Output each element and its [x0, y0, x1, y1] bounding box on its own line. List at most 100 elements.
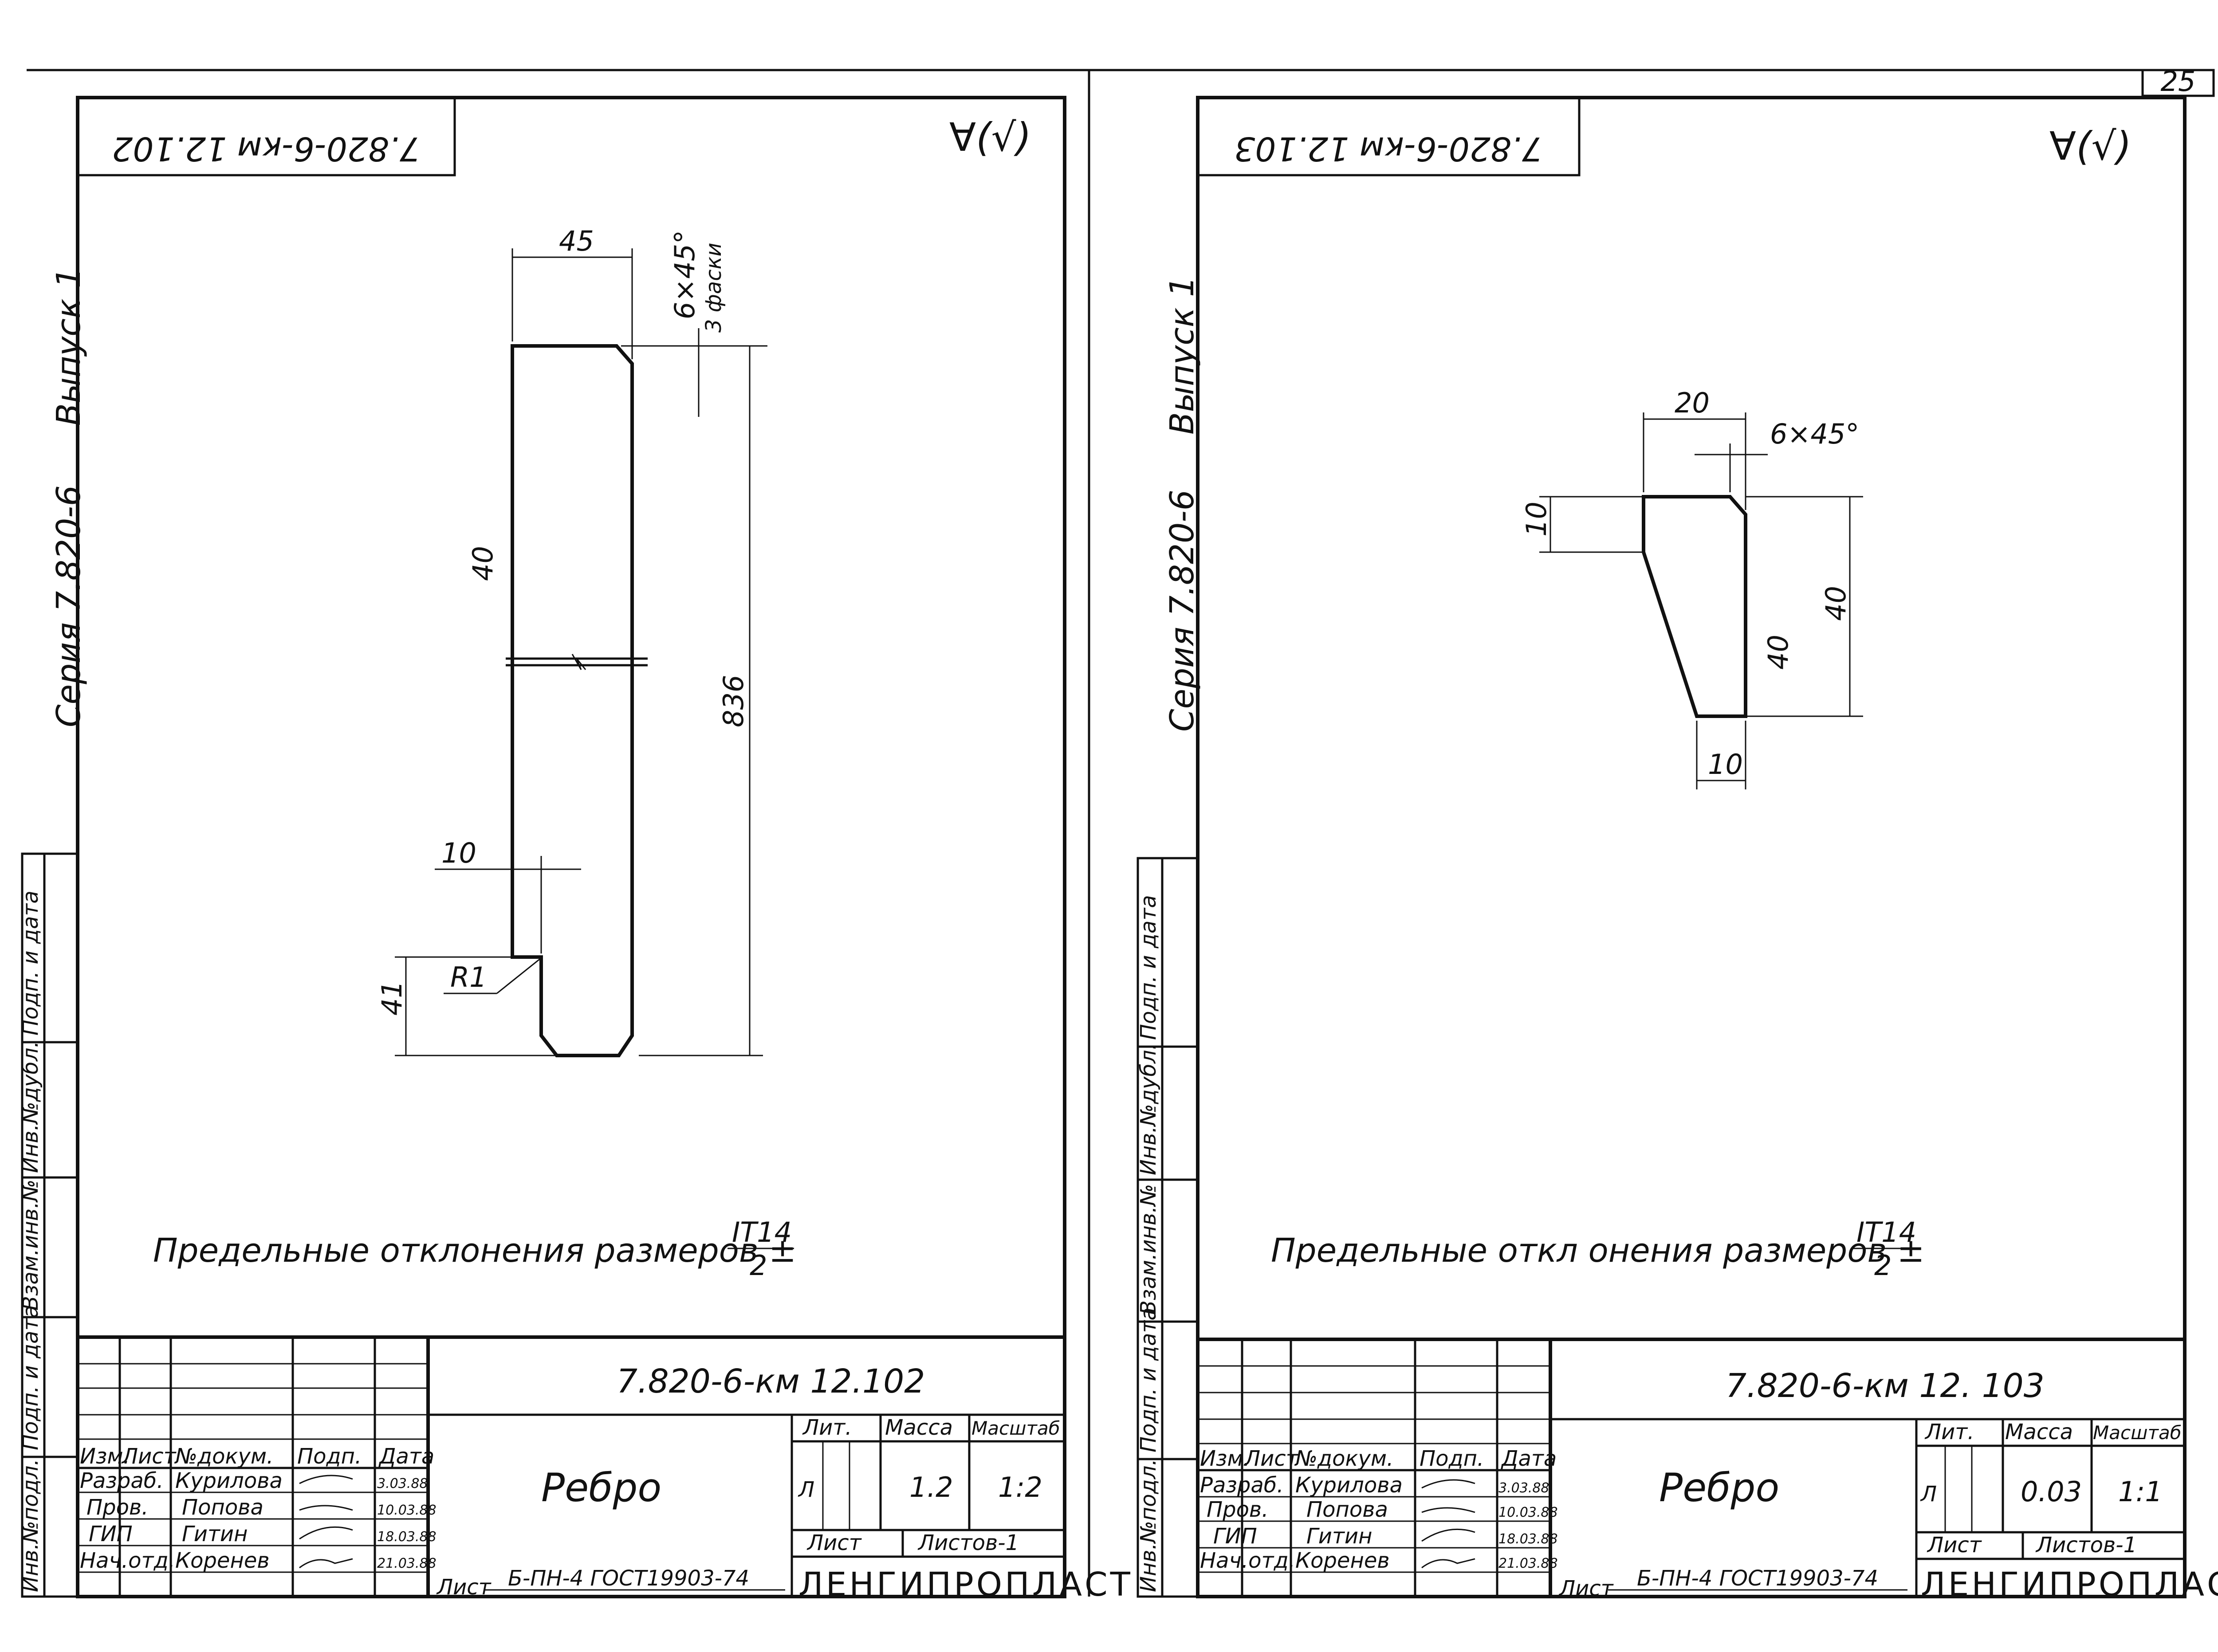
- right-role-2: Пров.: [1207, 1497, 1268, 1522]
- left-stamp-field-3: Взам.инв.№: [18, 1180, 43, 1311]
- right-name-3: Гитин: [1306, 1524, 1372, 1549]
- left-date-4: 21.03.88: [377, 1556, 437, 1571]
- left-material-prefix: Лист: [436, 1575, 492, 1600]
- right-stamp-field-5: Подп. и дата: [1136, 895, 1161, 1040]
- right-sheets-label: Листов-1: [2035, 1533, 2137, 1558]
- left-dim-offset: 10: [441, 837, 476, 869]
- right-stamp-field-3: Взам.инв.№: [1136, 1184, 1161, 1315]
- right-date-2: 10.03.88: [1498, 1505, 1558, 1520]
- right-col-date: Дата: [1501, 1446, 1557, 1471]
- right-material-prefix: Лист: [1558, 1576, 1614, 1601]
- right-role-1: Разраб.: [1200, 1473, 1284, 1498]
- left-dim-bottom-height: 41: [376, 981, 408, 1016]
- right-lit-label: Лит.: [1924, 1420, 1974, 1444]
- right-scale-label: Масштаб: [2093, 1422, 2182, 1444]
- left-dim-length: 836: [717, 675, 750, 727]
- left-series: Серия 7.820-6: [50, 485, 88, 727]
- left-mass-label: Масса: [885, 1415, 953, 1440]
- left-col-sign: Подп.: [297, 1444, 362, 1469]
- left-scale-label: Масштаб: [971, 1417, 1060, 1439]
- left-dim-roughness: 40: [467, 546, 499, 581]
- right-series: Серия 7.820-6: [1163, 490, 1201, 732]
- right-role-3: ГИП: [1213, 1524, 1257, 1549]
- left-role-3: ГИП: [89, 1522, 133, 1546]
- left-signatures: [299, 1475, 353, 1569]
- right-lit-value: Л: [1920, 1482, 1937, 1507]
- left-mass-value: 1.2: [909, 1471, 953, 1503]
- right-part-name: Ребро: [1659, 1465, 1779, 1511]
- left-title-block: Изм. Лист №докум. Подп. Дата Разраб. Кур…: [78, 1335, 1133, 1604]
- left-name-3: Гитин: [182, 1522, 248, 1546]
- right-tolerance: Предельные откл онения размеров ±: [1271, 1232, 1925, 1270]
- right-dim-left-height: 10: [1520, 502, 1553, 537]
- left-code-mirrored: 7.820-6-км 12.102: [112, 129, 420, 168]
- left-scale-value: 1:2: [998, 1471, 1042, 1503]
- right-col-list: Лист: [1243, 1446, 1299, 1471]
- right-col-sign: Подп.: [1420, 1446, 1484, 1471]
- left-name-2: Попова: [182, 1495, 263, 1520]
- left-lit-label: Лит.: [802, 1415, 852, 1440]
- left-sheet: 7.820-6-км 12.102 ∀(√) Серия 7.820-6 Вып…: [18, 96, 1133, 1604]
- left-role-1: Разраб.: [80, 1468, 164, 1493]
- right-stamp-field-1: Инв.№подл.: [1136, 1459, 1161, 1592]
- right-date-4: 21.03.88: [1498, 1556, 1558, 1571]
- left-name-1: Курилова: [175, 1468, 283, 1493]
- left-stamp-field-1: Инв.№подл.: [18, 1459, 43, 1592]
- right-dim-bottom-width: 10: [1708, 748, 1743, 781]
- right-col-doc: №докум.: [1294, 1446, 1393, 1471]
- left-role-2: Пров.: [87, 1495, 148, 1520]
- right-mass-label: Масса: [2005, 1420, 2073, 1444]
- sheet-number: 25: [2161, 65, 2196, 98]
- left-col-doc: №докум.: [174, 1444, 273, 1469]
- right-doc-code: 7.820-6-км 12. 103: [1726, 1367, 2045, 1405]
- right-name-1: Курилова: [1295, 1473, 1403, 1498]
- left-doc-code: 7.820-6-км 12.102: [617, 1362, 925, 1401]
- left-rib-outline: [511, 344, 634, 1057]
- left-date-1: 3.03.88: [377, 1476, 428, 1491]
- right-sheet-label: Лист: [1927, 1533, 1982, 1558]
- left-tolerance-num: IT14: [732, 1216, 792, 1248]
- right-dim-height: 40: [1820, 586, 1852, 621]
- left-stamp-field-4: Инв.№дубл.: [18, 1041, 43, 1173]
- left-col-izm: Изм.: [80, 1444, 130, 1469]
- left-stamp-field-2: Подп. и дата: [18, 1305, 43, 1450]
- right-date-1: 3.03.88: [1498, 1480, 1549, 1496]
- right-stamp-field-2: Подп. и дата: [1136, 1307, 1161, 1452]
- right-scale-value: 1:1: [2118, 1475, 2163, 1508]
- right-material: Б-ПН-4 ГОСТ19903-74: [1637, 1566, 1878, 1591]
- left-issue: Выпуск 1: [50, 267, 88, 426]
- right-col-izm: Изм.: [1200, 1446, 1250, 1471]
- left-sheets-label: Листов-1: [917, 1530, 1019, 1555]
- right-dim-roughness: 40: [1762, 635, 1794, 670]
- right-name-4: Коренев: [1295, 1548, 1390, 1573]
- right-dim-top-width: 20: [1675, 387, 1710, 419]
- left-stamp-field-5: Подп. и дата: [18, 891, 43, 1036]
- left-date-2: 10.03.88: [377, 1503, 437, 1518]
- left-tolerance: Предельные отклонения размеров ±: [153, 1232, 796, 1270]
- left-roughness-mark: ∀(√): [949, 114, 1031, 160]
- right-stamp-field-4: Инв.№дубл.: [1136, 1043, 1161, 1175]
- left-material: Б-ПН-4 ГОСТ19903-74: [508, 1566, 749, 1591]
- right-sheet: 7.820-6-км 12.103 ∀(√) Серия 7.820-6 Вып…: [1136, 96, 2218, 1604]
- left-lit-value: Л: [798, 1477, 814, 1502]
- right-org: ЛЕНГИПРОПЛАСТ: [1921, 1566, 2218, 1604]
- left-name-4: Коренев: [175, 1548, 270, 1573]
- left-role-4: Нач.отд.: [80, 1548, 175, 1573]
- right-roughness-mark: ∀(√): [2049, 123, 2131, 169]
- left-col-list: Лист: [121, 1444, 177, 1469]
- left-date-3: 18.03.88: [377, 1529, 437, 1545]
- right-role-4: Нач.отд.: [1200, 1548, 1295, 1573]
- right-signatures: [1421, 1479, 1475, 1569]
- right-name-2: Попова: [1306, 1497, 1388, 1522]
- left-part-name: Ребро: [541, 1465, 661, 1511]
- right-issue: Выпуск 1: [1163, 276, 1201, 435]
- right-date-3: 18.03.88: [1498, 1531, 1558, 1547]
- left-dim-chamfer-note: 3 фаски: [701, 243, 726, 333]
- right-tolerance-den: 2: [1874, 1249, 1892, 1282]
- left-sheet-label: Лист: [806, 1530, 862, 1555]
- left-dim-chamfer: 6×45°: [669, 230, 701, 319]
- right-code-mirrored: 7.820-6-км 12.103: [1234, 129, 1542, 168]
- left-col-date: Дата: [378, 1444, 434, 1469]
- left-org: ЛЕНГИПРОПЛАСТ: [798, 1566, 1133, 1604]
